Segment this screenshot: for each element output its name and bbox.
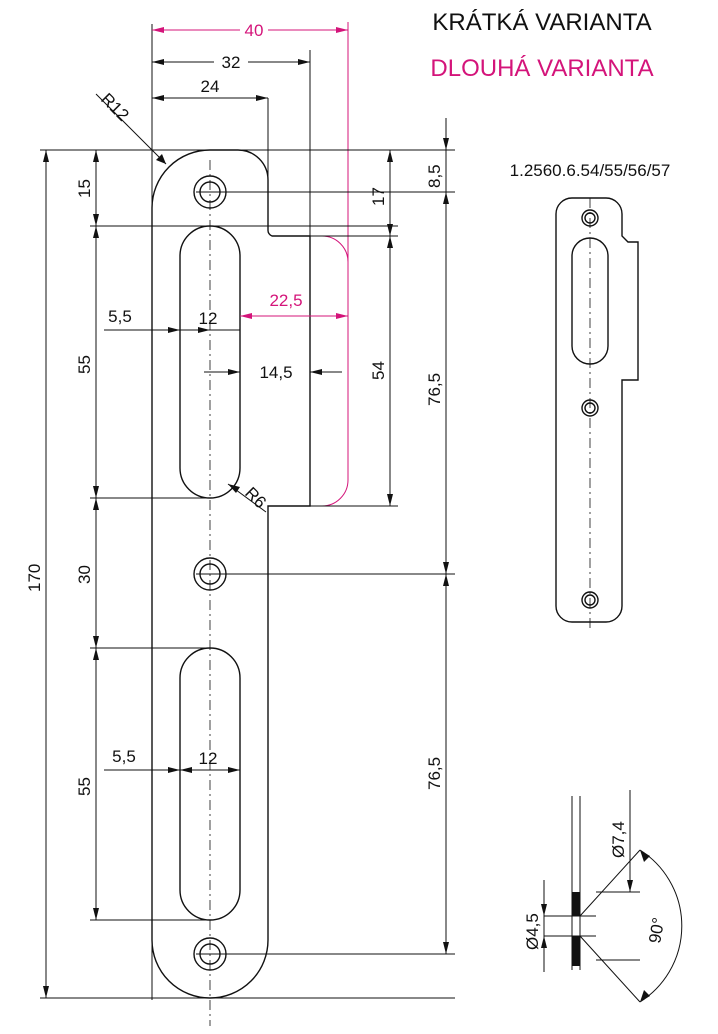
svg-text:32: 32 (222, 53, 241, 72)
dimension-40: 40 (152, 21, 348, 40)
svg-text:R6: R6 (241, 483, 270, 512)
title-short-variant: KRÁTKÁ VARIANTA (432, 9, 651, 36)
dimension-17: 17 (369, 150, 393, 236)
dimension-54: 54 (369, 236, 393, 506)
svg-text:76,5: 76,5 (425, 757, 444, 790)
dimension-170: 170 (25, 150, 49, 998)
strike-plate-outline (151, 149, 349, 1026)
svg-text:5,5: 5,5 (112, 747, 136, 766)
radius-r12: R12 (95, 89, 167, 165)
svg-text:22,5: 22,5 (269, 291, 302, 310)
dimension-55-bottom: 55 (75, 648, 99, 920)
part-number: 1.2560.6.54/55/56/57 (510, 161, 671, 180)
svg-text:30: 30 (75, 565, 94, 584)
extension-lines (40, 22, 455, 1000)
svg-text:15: 15 (75, 179, 94, 198)
svg-text:5,5: 5,5 (108, 307, 132, 326)
svg-text:170: 170 (25, 564, 44, 592)
dimension-5-5-top: 5,5 (104, 307, 180, 333)
svg-text:14,5: 14,5 (259, 363, 292, 382)
svg-text:12: 12 (199, 309, 218, 328)
svg-text:12: 12 (199, 749, 218, 768)
countersink-detail: Ø7,4 Ø4,5 90° (523, 790, 683, 1003)
dimension-76-5-top: 76,5 (425, 218, 449, 574)
dimension-30: 30 (75, 498, 99, 648)
svg-text:Ø7,4: Ø7,4 (609, 821, 628, 858)
svg-text:55: 55 (75, 355, 94, 374)
svg-text:76,5: 76,5 (425, 373, 444, 406)
svg-text:40: 40 (245, 21, 264, 40)
title-long-variant: DLOUHÁ VARIANTA (430, 55, 653, 82)
svg-text:54: 54 (369, 361, 388, 380)
dimension-22-5: 22,5 (240, 291, 348, 319)
svg-text:R12: R12 (97, 89, 132, 124)
dimension-76-5-bottom: 76,5 (425, 574, 449, 954)
dimension-24: 24 (152, 77, 268, 101)
svg-text:55: 55 (75, 777, 94, 796)
dimension-5-5-bottom: 5,5 (104, 747, 180, 773)
svg-text:90°: 90° (645, 916, 668, 945)
dimension-55-top: 55 (75, 226, 99, 498)
svg-text:Ø4,5: Ø4,5 (523, 913, 542, 950)
dimension-15: 15 (75, 150, 99, 226)
side-view-plate (555, 197, 639, 628)
dimension-32: 32 (152, 53, 310, 72)
svg-text:24: 24 (201, 77, 220, 96)
dimension-8-5: 8,5 (425, 118, 449, 218)
dimension-12-bottom: 12 (180, 749, 240, 773)
svg-text:17: 17 (369, 187, 388, 206)
dimension-12-top: 12 (180, 309, 240, 333)
dimension-14-5: 14,5 (204, 363, 342, 382)
svg-text:8,5: 8,5 (425, 164, 444, 188)
radius-r6: R6 (227, 483, 270, 513)
